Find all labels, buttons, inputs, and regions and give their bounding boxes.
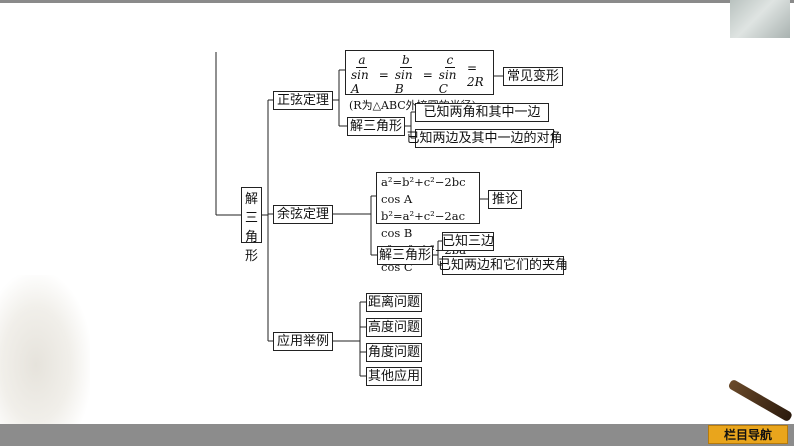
application-item-node: 其他应用 bbox=[366, 367, 422, 386]
sine-solve-node: 解三角形 bbox=[347, 117, 405, 136]
variant-node: 常见变形 bbox=[503, 67, 563, 86]
equals-sign: = bbox=[422, 67, 433, 82]
application-item-node: 高度问题 bbox=[366, 318, 422, 337]
formula-tail: = 2R bbox=[466, 60, 484, 89]
sine-formula-line: a sin A = b sin B = c sin C = 2R bbox=[349, 53, 490, 96]
nav-button[interactable]: 栏目导航 bbox=[708, 425, 788, 444]
application-node: 应用举例 bbox=[273, 332, 333, 351]
bottom-bar bbox=[0, 424, 794, 446]
root-char: 三 bbox=[244, 211, 258, 226]
cosine-solve-node: 解三角形 bbox=[377, 246, 433, 265]
fraction: c sin C bbox=[438, 53, 457, 96]
sine-formula-box: a sin A = b sin B = c sin C = 2R (R为△ABC… bbox=[345, 50, 494, 112]
root-char: 解 bbox=[244, 192, 258, 207]
cosine-law-line: b²=a²+c²−2ac cos B bbox=[381, 209, 466, 240]
cosine-case-node: 已知两边和它们的夹角 bbox=[438, 256, 569, 275]
cosine-law-node: 余弦定理 bbox=[273, 205, 333, 224]
decor-image-top-right bbox=[730, 0, 790, 38]
cosine-formula-box: a²=b²+c²−2bc cos A b²=a²+c²−2ac cos B c²… bbox=[376, 172, 480, 274]
root-char: 角 bbox=[244, 230, 258, 245]
cosine-case-node: 已知三边 bbox=[442, 232, 495, 251]
fraction: b sin B bbox=[394, 53, 413, 96]
sine-case-node: 已知两角和其中一边 bbox=[415, 103, 549, 122]
fraction: a sin A bbox=[351, 53, 369, 96]
cosine-law-line: a²=b²+c²−2bc cos A bbox=[381, 175, 466, 206]
application-item-node: 角度问题 bbox=[366, 343, 422, 362]
lotus-decor-image bbox=[0, 275, 90, 425]
root-node: 解 三 角 形 bbox=[241, 187, 262, 264]
sine-case-node: 已知两边及其中一边的对角 bbox=[406, 129, 563, 148]
top-bar bbox=[0, 0, 794, 3]
sine-law-node: 正弦定理 bbox=[273, 91, 333, 110]
application-item-node: 距离问题 bbox=[366, 293, 422, 312]
root-char: 形 bbox=[244, 249, 258, 264]
equals-sign: = bbox=[378, 67, 389, 82]
corollary-node: 推论 bbox=[488, 190, 522, 209]
